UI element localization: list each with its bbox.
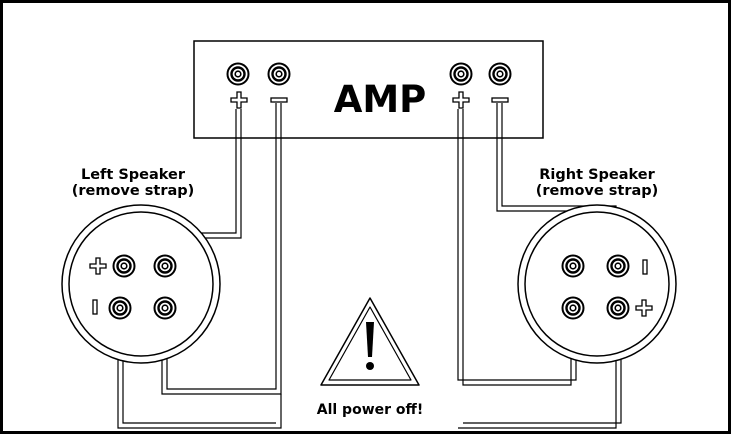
amp-right-positive-jack — [449, 62, 473, 86]
right-speaker-bar-jack — [606, 254, 630, 278]
amp-label: AMP — [334, 78, 427, 121]
right-speaker-bar-icon — [642, 259, 648, 275]
warning-triangle-icon — [320, 297, 420, 386]
left-speaker-subtitle: (remove strap) — [72, 183, 195, 199]
amplifier: AMP — [193, 40, 544, 139]
right-speaker-upper-left-jack — [561, 254, 585, 278]
left-speaker-lower-left-jack — [108, 296, 132, 320]
right-speaker — [517, 204, 677, 364]
amp-left-negative-jack — [267, 62, 291, 86]
left-speaker-plus-jack — [112, 254, 136, 278]
right-speaker-lower-left-jack — [561, 296, 585, 320]
left-speaker-upper-right-jack — [153, 254, 177, 278]
amp-left-positive-jack — [226, 62, 250, 86]
amp-left-minus-icon — [270, 97, 288, 103]
right-speaker-subtitle: (remove strap) — [536, 183, 659, 199]
left-speaker-title: Left Speaker — [81, 167, 186, 183]
left-speaker-minus-jack — [153, 296, 177, 320]
left-speaker-inner-ring — [68, 211, 214, 357]
left-speaker-bar-icon — [92, 299, 98, 315]
right-speaker-title: Right Speaker — [539, 167, 655, 183]
amp-box — [193, 40, 544, 139]
right-speaker-inner-ring — [524, 211, 670, 357]
wire-left-bottom — [117, 316, 282, 429]
left-speaker — [61, 204, 221, 364]
warning-text: All power off! — [317, 402, 424, 418]
amp-right-minus-icon — [491, 97, 509, 103]
amp-right-negative-jack — [488, 62, 512, 86]
right-speaker-plus-jack — [606, 296, 630, 320]
